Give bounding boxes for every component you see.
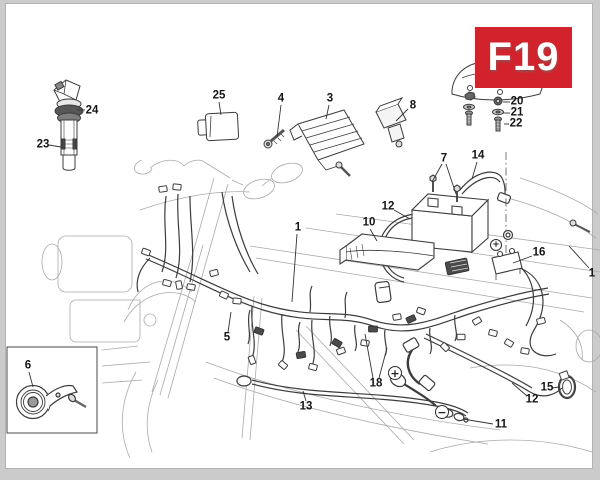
motorcycle-frame-sketch xyxy=(41,159,600,459)
page-code: F19 xyxy=(487,35,560,79)
plus-terminal-icon: + xyxy=(388,366,402,380)
sensor-drawing xyxy=(375,97,407,148)
part-callout-16: 16 xyxy=(532,246,546,259)
starter-relay-drawing xyxy=(491,247,523,280)
part-callout-13: 13 xyxy=(299,400,313,413)
leader-line-12 xyxy=(511,382,528,397)
leader-line-5 xyxy=(227,311,232,333)
part-callout-5: 5 xyxy=(223,331,231,344)
part-callout-12: 12 xyxy=(525,393,539,406)
wiring-harness-drawing xyxy=(136,152,563,423)
leader-line-3 xyxy=(325,104,330,120)
leader-line-18 xyxy=(378,347,388,379)
part-callout-25: 25 xyxy=(212,89,226,102)
part-callout-1: 1 xyxy=(588,267,596,280)
leader-line-1 xyxy=(568,245,590,269)
relay-drawing xyxy=(197,111,240,142)
part-callout-11: 11 xyxy=(494,418,508,431)
inset-box xyxy=(6,346,98,434)
screw-drawing xyxy=(263,128,285,149)
part-callout-14: 14 xyxy=(471,149,485,162)
part-callout-6: 6 xyxy=(24,359,32,372)
part-callout-4: 4 xyxy=(277,92,285,105)
leader-line-11 xyxy=(462,418,494,425)
part-callout-23: 23 xyxy=(36,138,50,151)
leader-line-14 xyxy=(471,161,478,180)
leader-line-1 xyxy=(291,233,298,303)
plus-terminal-icon: + xyxy=(490,239,502,251)
leader-line-13 xyxy=(302,390,307,402)
part-callout-7: 7 xyxy=(440,152,448,165)
minus-terminal-icon: − xyxy=(435,405,449,419)
harness-connectors-dark xyxy=(253,257,470,360)
part-callout-18: 18 xyxy=(369,377,383,390)
part-callout-12: 12 xyxy=(381,200,395,213)
part-callout-1: 1 xyxy=(294,221,302,234)
leader-line-6 xyxy=(28,371,34,388)
leader-line-25 xyxy=(218,101,222,116)
leader-line-18 xyxy=(364,333,374,379)
voltage-regulator-drawing xyxy=(289,109,365,177)
leader-line-8 xyxy=(395,108,409,122)
part-callout-10: 10 xyxy=(362,216,376,229)
part-callout-3: 3 xyxy=(326,92,334,105)
leader-line-7 xyxy=(445,163,457,195)
ignition-coil-drawing xyxy=(53,79,84,171)
part-callout-22: 22 xyxy=(509,117,523,130)
part-callout-8: 8 xyxy=(409,99,417,112)
battery-tray-drawing xyxy=(339,233,435,271)
leader-line-23 xyxy=(48,144,62,148)
part-callout-20: 20 xyxy=(510,95,524,108)
part-callout-21: 21 xyxy=(510,106,524,119)
leader-line-7 xyxy=(431,163,443,183)
bolt-drawing xyxy=(569,219,591,233)
battery-drawing xyxy=(410,174,490,254)
leader-lines xyxy=(28,101,590,425)
leader-line-16 xyxy=(512,255,533,264)
leader-line-10 xyxy=(369,228,378,242)
leader-line-12 xyxy=(393,209,411,220)
part-callout-15: 15 xyxy=(540,381,554,394)
page-code-badge: F19 xyxy=(475,27,572,88)
leader-line-15 xyxy=(551,386,560,389)
leader-line-4 xyxy=(276,104,282,138)
clamp-drawing xyxy=(557,370,577,400)
part-callout-24: 24 xyxy=(85,104,99,117)
